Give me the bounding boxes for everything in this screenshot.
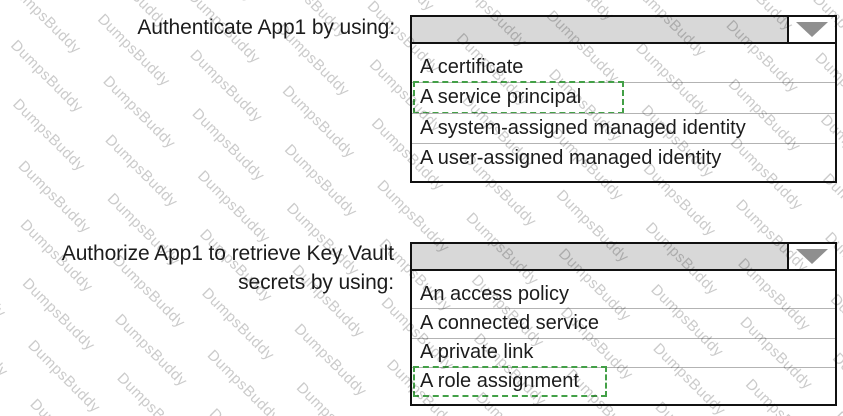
dropdown-option[interactable]: A private link xyxy=(412,337,835,367)
option-label: A system-assigned managed identity xyxy=(420,116,746,139)
chevron-down-icon xyxy=(796,249,828,264)
question-label-authorize: Authorize App1 to retrieve Key Vault sec… xyxy=(61,242,394,294)
dropdown-closed-field[interactable] xyxy=(410,242,837,271)
dropdown-closed-field[interactable] xyxy=(410,15,837,44)
dropdown-option[interactable]: A certificate xyxy=(412,53,835,82)
dropdown-option[interactable]: An access policy xyxy=(412,280,835,308)
dropdown-authorize: An access policy A connected service A pri… xyxy=(410,242,837,406)
option-label: A role assignment xyxy=(420,370,579,393)
dropdown-option[interactable]: A service principal xyxy=(412,81,835,114)
dropdown-option[interactable]: A user-assigned managed identity xyxy=(412,142,835,173)
dropdown-options-list: A certificate A service principal A system… xyxy=(410,42,837,183)
option-label: A connected service xyxy=(420,311,599,334)
watermark-text: DumpsBuddy DumpsBuddy DumpsBuddy DumpsBu… xyxy=(0,196,615,416)
option-label: A user-assigned managed identity xyxy=(420,146,722,169)
question-label-authenticate: Authenticate App1 by using: xyxy=(137,16,395,39)
option-label: A private link xyxy=(420,341,534,364)
option-label: A certificate xyxy=(420,56,524,79)
dropdown-arrow-button[interactable] xyxy=(787,244,835,269)
dropdown-option[interactable]: A system-assigned managed identity xyxy=(412,112,835,143)
dropdown-arrow-button[interactable] xyxy=(787,17,835,42)
chevron-down-icon xyxy=(796,22,828,37)
option-label: A service principal xyxy=(420,86,582,109)
dropdown-option[interactable]: A role assignment xyxy=(412,365,835,397)
dropdown-options-list: An access policy A connected service A pri… xyxy=(410,269,837,406)
dropdown-option[interactable]: A connected service xyxy=(412,308,835,337)
dropdown-authenticate: A certificate A service principal A system… xyxy=(410,15,837,183)
option-label: An access policy xyxy=(420,282,569,305)
